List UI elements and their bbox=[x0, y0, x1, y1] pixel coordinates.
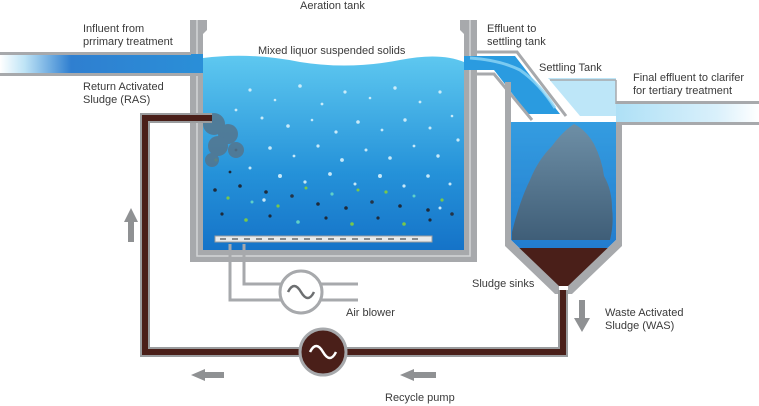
effluent-label: Effluent to settling tank bbox=[487, 23, 546, 48]
diffuser-holes bbox=[220, 238, 418, 240]
final-effluent-pipe bbox=[548, 78, 759, 125]
final-effluent-label: Final effluent to clarifer for tertiary … bbox=[633, 72, 745, 97]
air-blower-label: Air blower bbox=[346, 307, 395, 319]
mlss-label: Mixed liquor suspended solids bbox=[258, 45, 406, 57]
influent-label: Influent from prrimary treatment bbox=[83, 23, 173, 48]
influent-pipe bbox=[0, 52, 203, 76]
settling-tank-label: Settling Tank bbox=[539, 62, 602, 74]
settled-sludge bbox=[517, 248, 610, 286]
settling-sludge-cloud bbox=[512, 124, 613, 240]
was-label: Waste Activated Sludge (WAS) bbox=[605, 307, 684, 332]
recycle-pump-label: Recycle pump bbox=[385, 392, 455, 404]
settling-tank bbox=[505, 82, 622, 294]
sludge-sinks-label: Sludge sinks bbox=[472, 278, 535, 290]
arrow-down-icon bbox=[574, 300, 590, 332]
air-bubbles bbox=[234, 84, 460, 210]
arrow-up-icon bbox=[124, 208, 138, 242]
air-blower-icon bbox=[278, 269, 324, 315]
ras-inflow-cloud bbox=[203, 113, 244, 167]
settling-tank-wall bbox=[505, 82, 559, 294]
effluent-pipe bbox=[464, 50, 568, 121]
air-diffuser bbox=[214, 235, 433, 243]
aeration-tank-label: Aeration tank bbox=[300, 0, 365, 12]
aeration-tank-water bbox=[203, 55, 464, 250]
arrow-left-icon bbox=[191, 369, 224, 381]
recycle-pump-icon bbox=[298, 327, 348, 377]
aeration-tank bbox=[190, 20, 477, 262]
ras-label: Return Activated Sludge (RAS) bbox=[83, 81, 164, 106]
flow-arrows bbox=[124, 208, 590, 381]
arrow-left-icon bbox=[400, 369, 436, 381]
sludge-return-pipe bbox=[140, 113, 568, 357]
